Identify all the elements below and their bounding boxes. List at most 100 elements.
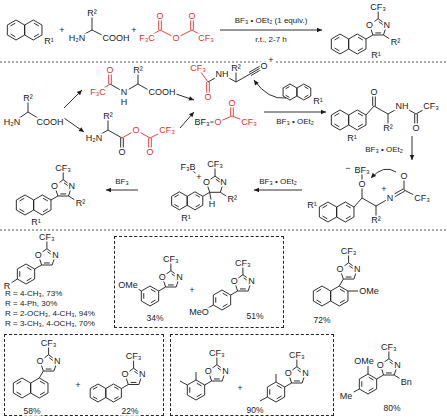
chem-label: R¹ bbox=[306, 201, 318, 210]
bond-line bbox=[343, 279, 354, 280]
chem-label: H₂N bbox=[68, 34, 87, 43]
bond-line bbox=[176, 94, 194, 100]
bond-line bbox=[114, 398, 122, 403]
separator-line bbox=[0, 62, 447, 63]
bond-line bbox=[339, 301, 348, 306]
chem-label: CF₃ bbox=[380, 342, 398, 351]
bond-line bbox=[353, 389, 359, 393]
bond-line bbox=[13, 383, 14, 393]
bond-line bbox=[358, 124, 363, 127]
bond-line bbox=[340, 300, 345, 303]
bond-line bbox=[187, 205, 195, 210]
chem-label: BF₃ bbox=[193, 118, 210, 127]
bond-line bbox=[365, 115, 366, 125]
bond-line bbox=[7, 25, 8, 35]
chem-label: BF₃ bbox=[114, 178, 129, 186]
bond-line bbox=[313, 291, 314, 301]
chem-label: BF₃ • OEt₂ bbox=[258, 178, 298, 186]
bond-line bbox=[339, 279, 343, 286]
bond-line bbox=[345, 202, 354, 207]
bond-line bbox=[213, 295, 214, 305]
bond-line bbox=[43, 371, 54, 372]
bond-line bbox=[348, 291, 358, 292]
arrow-head bbox=[371, 173, 376, 178]
bond-line bbox=[151, 300, 156, 303]
chem-label: O bbox=[50, 181, 59, 190]
chem-label: O bbox=[117, 148, 126, 157]
bond-line bbox=[51, 196, 58, 200]
bond-line bbox=[328, 217, 337, 222]
bond-line bbox=[296, 88, 297, 96]
bond-line bbox=[386, 372, 392, 373]
bond-line bbox=[348, 115, 349, 125]
bond-line bbox=[187, 380, 196, 385]
arrow-head bbox=[106, 188, 111, 193]
bond-line bbox=[286, 87, 290, 89]
bond-line bbox=[63, 172, 64, 180]
chem-label: CF₃ bbox=[369, 2, 387, 11]
chem-label: N bbox=[53, 357, 62, 366]
bond-line bbox=[359, 389, 368, 394]
chem-label: O bbox=[284, 368, 293, 377]
chem-label: O bbox=[202, 178, 211, 187]
arrow-head bbox=[79, 127, 84, 132]
bond-line bbox=[242, 267, 243, 275]
yield-text: + bbox=[189, 286, 196, 295]
bond-line bbox=[331, 39, 332, 49]
bond-line bbox=[180, 381, 187, 385]
dashed-group-box: 34%+51% bbox=[114, 236, 284, 328]
chem-label: R² bbox=[86, 9, 98, 18]
bond-line bbox=[17, 264, 26, 269]
bond-line bbox=[44, 262, 50, 263]
bond-line bbox=[106, 384, 114, 389]
bond-line bbox=[213, 290, 222, 295]
chem-label: BF₃ • OEt₂ bbox=[364, 146, 404, 154]
bond-line bbox=[11, 34, 16, 37]
bond-line bbox=[369, 377, 374, 380]
chem-label: NH bbox=[395, 102, 410, 111]
bond-line bbox=[336, 207, 337, 217]
chem-label: O bbox=[336, 265, 345, 274]
bond-line bbox=[31, 378, 40, 383]
bond-line bbox=[35, 265, 42, 269]
bond-line bbox=[340, 289, 345, 292]
bond-line bbox=[290, 96, 297, 100]
chem-label: MeO bbox=[188, 308, 210, 317]
chem-label: O bbox=[171, 34, 180, 43]
bond-line bbox=[331, 34, 340, 39]
bond-line bbox=[114, 397, 118, 399]
bond-line bbox=[93, 387, 97, 389]
bond-line bbox=[230, 295, 231, 305]
bond-line bbox=[349, 34, 358, 39]
bond-line bbox=[365, 39, 366, 49]
chem-label: O bbox=[376, 360, 385, 369]
chem-label: COOH bbox=[148, 88, 177, 97]
bond-line bbox=[17, 392, 22, 395]
bond-line bbox=[114, 384, 122, 389]
bond-line bbox=[215, 297, 216, 302]
bond-line bbox=[297, 96, 304, 100]
chem-label: N bbox=[68, 181, 77, 190]
bond-line bbox=[277, 385, 282, 388]
bond-line bbox=[348, 115, 349, 125]
chem-label: CF₃ bbox=[422, 102, 440, 111]
bond-line bbox=[17, 269, 18, 279]
chem-label: + bbox=[380, 185, 387, 194]
chem-label: R² bbox=[22, 94, 34, 103]
chem-label: R = 4-Ph, 30% bbox=[4, 300, 58, 308]
chem-label: O bbox=[399, 172, 408, 181]
chem-label: O bbox=[203, 93, 212, 102]
bond-line bbox=[64, 90, 82, 108]
chem-label: Bn bbox=[400, 378, 413, 387]
bond-line bbox=[16, 200, 17, 210]
bond-line bbox=[46, 241, 47, 249]
bond-line bbox=[368, 366, 369, 374]
bond-line bbox=[323, 205, 328, 208]
bond-line bbox=[151, 289, 156, 292]
bond-line bbox=[34, 210, 43, 215]
chem-label: 80% bbox=[382, 404, 401, 413]
chem-label: CF₃ bbox=[54, 163, 72, 172]
bond-line bbox=[33, 20, 42, 25]
yield-text: 34% bbox=[145, 314, 164, 323]
